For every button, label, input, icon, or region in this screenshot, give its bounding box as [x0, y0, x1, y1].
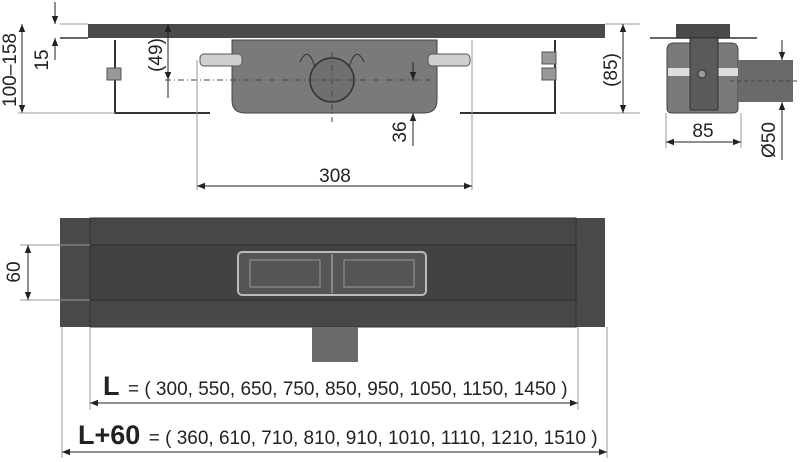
- cover-plate: [88, 24, 605, 38]
- pipe-diameter-label: Ø50: [759, 122, 780, 158]
- right-bracket: [460, 40, 556, 114]
- body-width-label: 308: [319, 166, 351, 187]
- length-L-values: = ( 300, 550, 650, 750, 850, 950, 1050, …: [128, 379, 568, 400]
- height-range-label: 100–158: [0, 33, 21, 107]
- outlet-offset-label: 36: [390, 121, 411, 142]
- length-L-row: L = ( 300, 550, 650, 750, 850, 950, 1050…: [103, 371, 568, 401]
- length-L60-label: L+60: [78, 420, 140, 450]
- outlet-stub: [312, 327, 358, 362]
- side-width-label: 85: [692, 121, 713, 142]
- length-L-label: L: [103, 371, 120, 401]
- length-L60-row: L+60 = ( 360, 610, 710, 810, 910, 1010, …: [78, 420, 598, 450]
- plate-thickness-label: 15: [32, 49, 53, 70]
- end-view: 85 Ø50: [650, 24, 800, 160]
- length-L60-values: = ( 360, 610, 710, 810, 910, 1010, 1110,…: [149, 428, 598, 449]
- body-depth-label: (85): [601, 53, 622, 87]
- section-view: 100–158 15 (49) 36 308 (85): [0, 2, 640, 190]
- channel-width-label: 60: [4, 261, 25, 282]
- top-view: 60 L = ( 300, 550, 650, 750, 850, 950, 1…: [4, 217, 608, 458]
- outlet-height-label: (49): [146, 38, 167, 72]
